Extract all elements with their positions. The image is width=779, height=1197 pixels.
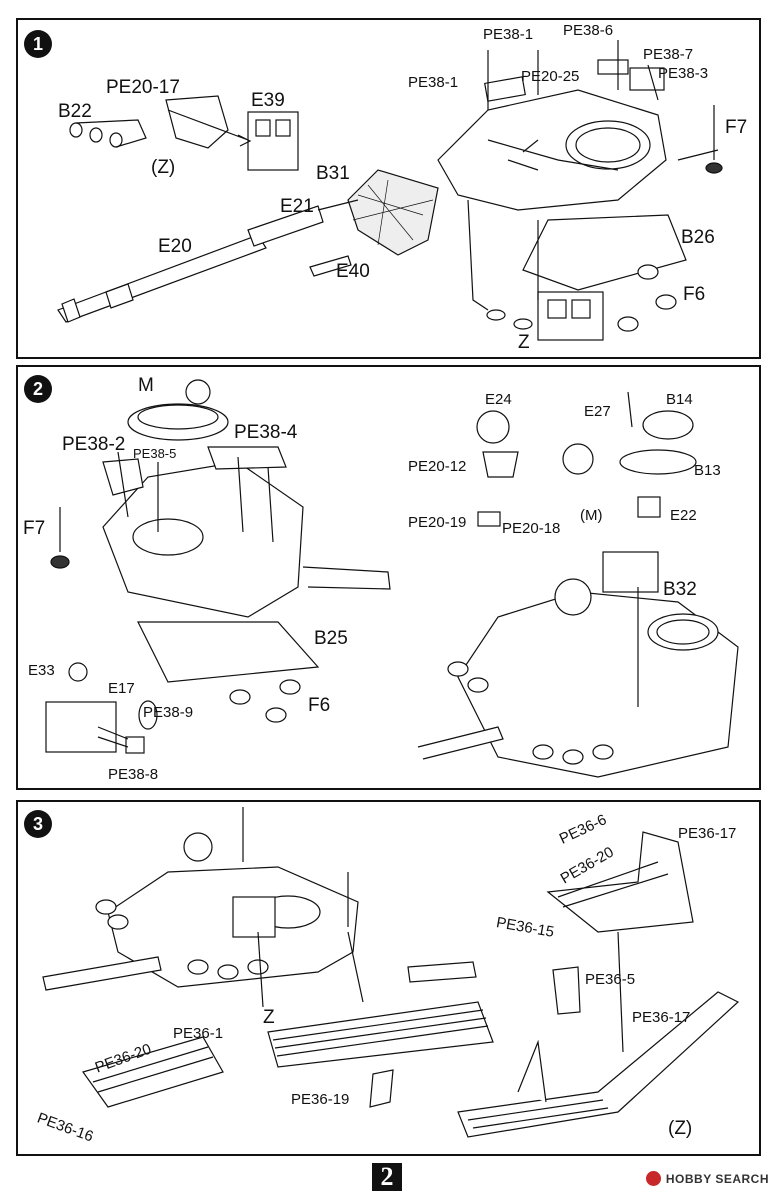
label-pe38-1-top: PE38-1 [483, 26, 534, 43]
label-f6: F6 [308, 695, 331, 716]
label-b26: B26 [681, 227, 715, 248]
label-pe36-5: PE36-5 [585, 971, 636, 988]
label-pe36-1: PE36-1 [173, 1025, 224, 1042]
label-z-ref: (Z) [151, 157, 176, 178]
label-pe36-19: PE36-19 [291, 1091, 350, 1108]
label-pe36-17-bottom: PE36-17 [632, 1009, 691, 1026]
label-e24: E24 [485, 391, 512, 408]
label-pe38-8: PE38-8 [108, 766, 159, 783]
label-e40: E40 [336, 261, 370, 282]
label-f7: F7 [23, 518, 46, 539]
label-pe38-9: PE38-9 [143, 704, 194, 721]
label-b22: B22 [58, 101, 92, 122]
watermark: HOBBY SEARCH [645, 1171, 769, 1186]
label-pe20-25: PE20-25 [521, 68, 580, 85]
step-3-badge: 3 [24, 810, 52, 838]
label-e20: E20 [158, 236, 192, 257]
label-pe20-12: PE20-12 [408, 458, 467, 475]
label-pe20-19: PE20-19 [408, 514, 467, 531]
label-e22: E22 [670, 507, 697, 524]
step-2-panel: 2 [16, 365, 761, 790]
label-b31: B31 [316, 163, 350, 184]
label-pe38-2: PE38-2 [62, 434, 126, 455]
step-2-illustration [45, 379, 739, 778]
step-2-badge: 2 [24, 375, 52, 403]
label-e21: E21 [280, 196, 314, 217]
label-pe38-1-left: PE38-1 [408, 74, 459, 91]
step-3-illustration [42, 807, 740, 1138]
label-b14: B14 [666, 391, 693, 408]
label-e33: E33 [28, 662, 55, 679]
step-1-panel: 1 [16, 18, 761, 359]
page-number: 2 [372, 1162, 402, 1191]
label-pe38-6: PE38-6 [563, 22, 614, 39]
label-pe38-4: PE38-4 [234, 422, 298, 443]
label-pe38-3: PE38-3 [658, 65, 709, 82]
label-b32: B32 [663, 579, 697, 600]
label-f7: F7 [725, 117, 748, 138]
step-1-badge: 1 [24, 30, 52, 58]
label-b25: B25 [314, 628, 348, 649]
label-z: Z [518, 332, 530, 353]
label-e39: E39 [251, 90, 285, 111]
label-pe20-18: PE20-18 [502, 520, 561, 537]
label-pe36-17-top: PE36-17 [678, 825, 737, 842]
label-m: M [138, 375, 154, 396]
label-z: Z [263, 1007, 275, 1028]
step-1-illustration [57, 40, 723, 341]
label-pe38-5: PE38-5 [133, 446, 177, 461]
hobby-search-logo-icon [645, 1171, 661, 1186]
label-pe20-17: PE20-17 [106, 77, 180, 98]
label-e27: E27 [584, 403, 611, 420]
label-b13: B13 [694, 462, 721, 479]
label-e17: E17 [108, 680, 135, 697]
watermark-text: HOBBY SEARCH [665, 1171, 769, 1186]
label-f6: F6 [683, 284, 706, 305]
label-m-ref: (M) [580, 507, 603, 524]
step-3-panel: 3 PE36-6 PE36-17 PE36-20 [16, 800, 761, 1156]
label-z-ref: (Z) [668, 1118, 693, 1139]
label-pe38-7: PE38-7 [643, 46, 694, 63]
